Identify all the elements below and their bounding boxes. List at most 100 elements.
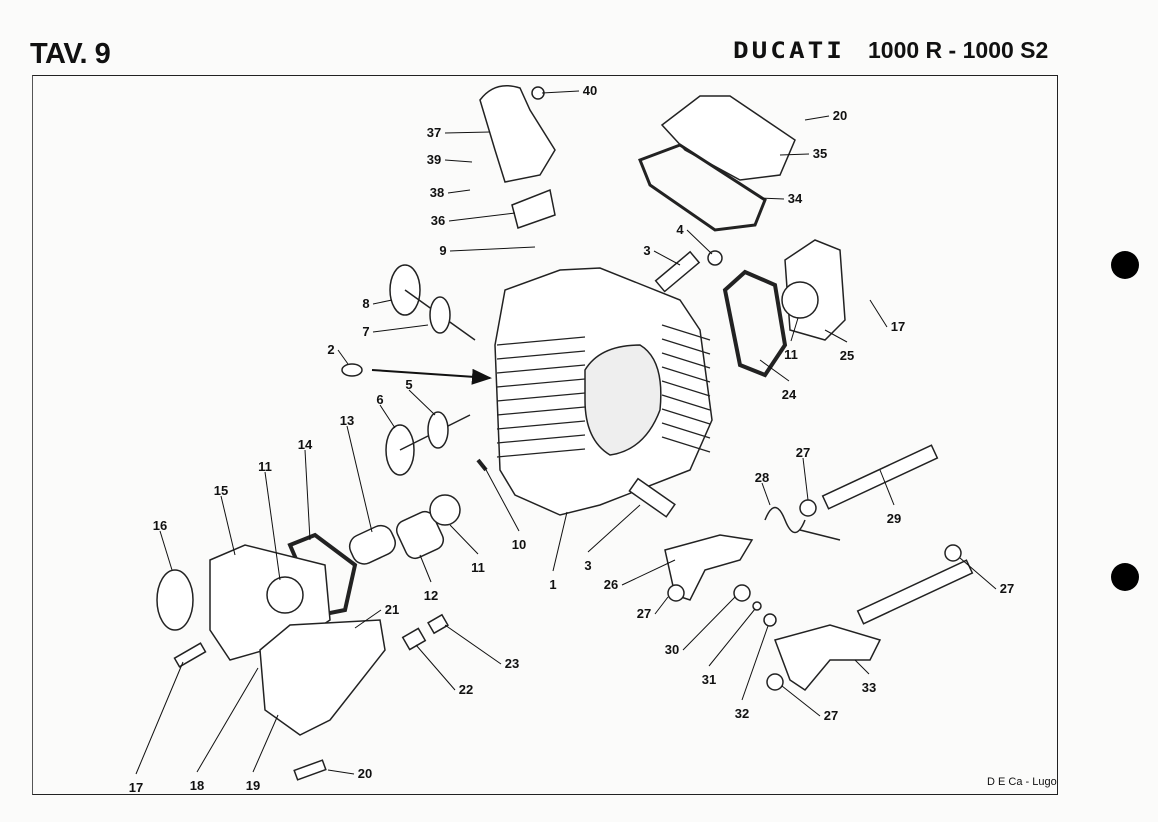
tube-13 — [348, 524, 396, 565]
leader-line — [337, 349, 349, 365]
part-callout-21: 21 — [385, 602, 399, 617]
part-callout-3: 3 — [584, 558, 591, 573]
model-title: 1000 R - 1000 S2 — [868, 37, 1049, 63]
part-callout-30: 30 — [665, 642, 679, 657]
part-callout-16: 16 — [153, 518, 167, 533]
leader-line — [708, 608, 756, 667]
plate-number: TAV. 9 — [30, 38, 111, 70]
part-callout-27: 27 — [637, 606, 651, 621]
part-callout-26: 26 — [604, 577, 618, 592]
parts — [156, 85, 974, 781]
part-callout-15: 15 — [214, 483, 228, 498]
brand-logo: DUCATI — [733, 38, 845, 64]
part-callout-9: 9 — [439, 243, 446, 258]
washer-27a — [799, 499, 817, 517]
leader-line — [761, 482, 771, 506]
exhaust-port — [584, 344, 662, 456]
washer-27c — [667, 584, 685, 602]
part-callout-11: 11 — [784, 347, 798, 362]
part-callout-37: 37 — [427, 125, 441, 140]
part-callout-2: 2 — [327, 342, 334, 357]
leader-line — [372, 299, 393, 305]
part-callout-4: 4 — [676, 222, 684, 237]
part-callout-3: 3 — [643, 243, 650, 258]
leader-line — [686, 229, 713, 255]
screw-20 — [293, 759, 327, 781]
leader-line — [824, 329, 848, 343]
gasket-36 — [511, 188, 556, 229]
spring-cup-5 — [427, 411, 449, 449]
leader-line — [552, 511, 568, 572]
part-callout-6: 6 — [376, 392, 383, 407]
part-callout-31: 31 — [702, 672, 716, 687]
part-callout-17: 17 — [129, 780, 143, 795]
gasket-24 — [722, 269, 788, 378]
spring-28 — [764, 506, 841, 541]
part-callout-23: 23 — [505, 656, 519, 671]
part-callout-28: 28 — [755, 470, 769, 485]
footer-credit: D E Ca - Lugo — [987, 776, 1057, 788]
part-callout-20: 20 — [833, 108, 847, 123]
leader-line — [408, 389, 436, 416]
screw-17 — [173, 642, 207, 668]
part-callout-36: 36 — [431, 213, 445, 228]
part-callout-22: 22 — [459, 682, 473, 697]
part-callout-11: 11 — [471, 560, 485, 575]
leader-line — [541, 90, 580, 94]
leader-line — [379, 404, 396, 429]
shim-2 — [341, 363, 363, 377]
part-callout-34: 34 — [788, 191, 803, 206]
part-callout-18: 18 — [190, 778, 204, 793]
dowel-10 — [476, 458, 488, 472]
leader-line — [264, 471, 281, 581]
part-callout-38: 38 — [430, 185, 444, 200]
washer-27b — [944, 544, 962, 562]
leader-line — [220, 495, 236, 556]
part-callout-35: 35 — [813, 146, 827, 161]
intake-manifold — [479, 85, 556, 183]
guide-3 — [654, 250, 701, 293]
leader-line — [372, 324, 429, 333]
leader-line — [415, 644, 456, 691]
cover-19 — [259, 619, 386, 736]
part-callout-10: 10 — [512, 537, 526, 552]
leader-line — [621, 559, 676, 586]
leader-line — [304, 449, 311, 541]
leader-line — [781, 685, 821, 717]
binder-hole — [1111, 251, 1139, 279]
leader-line — [959, 557, 997, 590]
shaft-29a — [821, 444, 939, 510]
diagram-frame — [32, 75, 1058, 795]
rocker-33 — [774, 624, 882, 691]
part-callout-17: 17 — [891, 319, 905, 334]
part-callout-32: 32 — [735, 706, 749, 721]
part-callout-40: 40 — [583, 83, 597, 98]
leader-line — [449, 524, 479, 555]
bearing-11 — [781, 281, 819, 319]
guide-3b — [628, 477, 676, 518]
leader-line — [854, 659, 870, 675]
part-callout-25: 25 — [840, 348, 854, 363]
leader-line — [587, 504, 641, 553]
leader-line — [483, 465, 520, 532]
part-callout-29: 29 — [887, 511, 901, 526]
leader-line — [449, 246, 536, 252]
assembly-arrow — [371, 368, 492, 385]
leader-line — [653, 250, 681, 266]
collar-32 — [763, 613, 777, 627]
part-callout-33: 33 — [862, 680, 876, 695]
seal-4 — [707, 250, 723, 266]
bushing-12 — [395, 510, 445, 560]
leader-line — [759, 197, 785, 200]
leader-lines — [135, 90, 997, 775]
leader-line — [654, 596, 669, 615]
leader-line — [252, 714, 279, 773]
part-callout-1: 1 — [549, 577, 556, 592]
gasket-34 — [638, 143, 767, 232]
spring-cup-7 — [429, 296, 451, 334]
leader-line — [354, 609, 382, 629]
bushing-22 — [401, 627, 427, 651]
leader-line — [779, 153, 810, 156]
